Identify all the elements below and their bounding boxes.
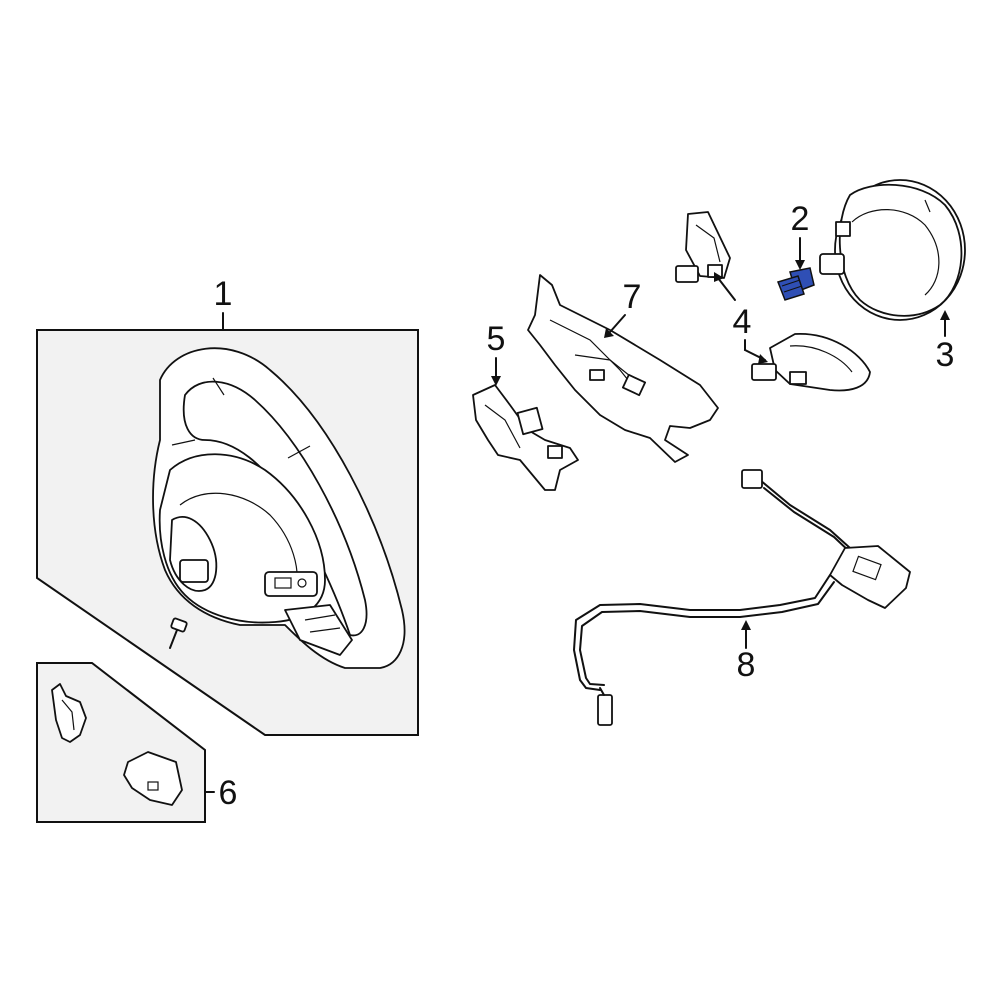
leader-5	[491, 357, 501, 386]
callout-7[interactable]: 7	[623, 278, 642, 316]
leader-2	[795, 237, 805, 270]
bracket-left[interactable]	[472, 384, 579, 491]
leader-7	[604, 314, 626, 338]
trim-cap-upper[interactable]	[51, 683, 87, 743]
bolt-highlighted[interactable]	[777, 267, 815, 301]
switch-lower[interactable]	[751, 333, 871, 392]
leader-3	[940, 310, 950, 337]
trim-cover[interactable]	[527, 274, 719, 463]
callout-3[interactable]: 3	[936, 336, 955, 374]
callout-2[interactable]: 2	[791, 200, 810, 238]
callout-5[interactable]: 5	[487, 320, 506, 358]
callout-8[interactable]: 8	[737, 646, 756, 684]
leader-4	[714, 272, 768, 364]
switch-upper[interactable]	[675, 211, 731, 283]
airbag-module[interactable]	[819, 179, 966, 321]
callout-1[interactable]: 1	[214, 275, 233, 313]
callout-4[interactable]: 4	[733, 303, 752, 341]
trim-caps-panel	[36, 662, 215, 823]
callout-6[interactable]: 6	[219, 774, 238, 812]
steering-wheel[interactable]	[152, 347, 406, 669]
leader-8	[741, 620, 751, 649]
wheel-bolt[interactable]	[169, 617, 188, 649]
trim-cap-lower[interactable]	[123, 751, 183, 806]
wire-harness[interactable]	[573, 469, 911, 726]
